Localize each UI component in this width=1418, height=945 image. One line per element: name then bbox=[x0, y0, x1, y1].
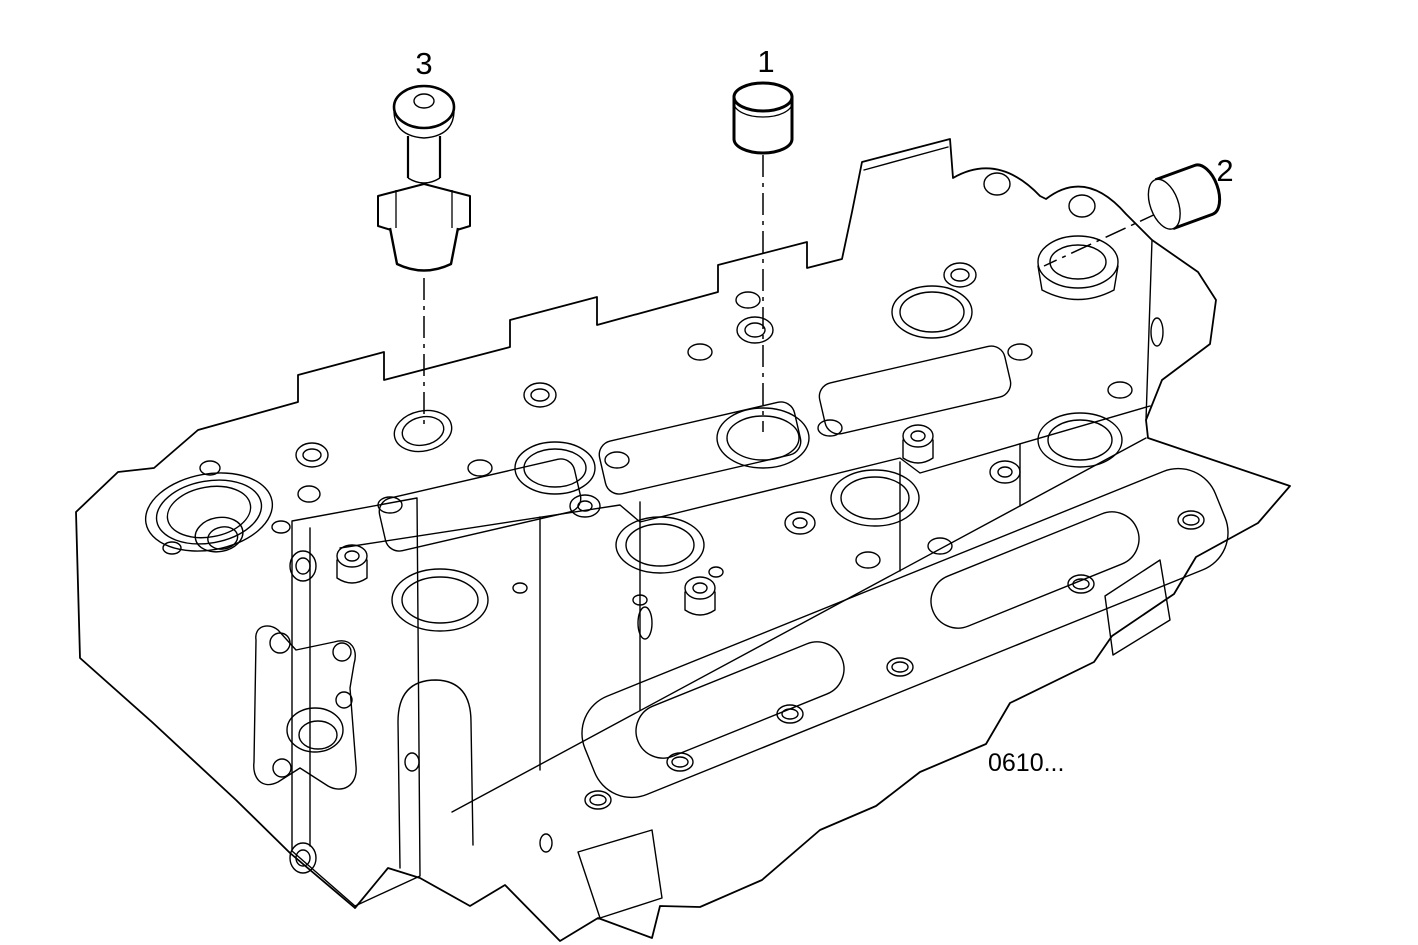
cylinder-head-drawing bbox=[75, 138, 1291, 942]
front-bracket bbox=[253, 625, 357, 790]
flange-top-edge bbox=[451, 437, 1147, 813]
rocker-pedestal-lugs bbox=[295, 146, 1096, 468]
callout-3-label: 3 bbox=[415, 46, 432, 81]
side-plug-boss bbox=[1037, 235, 1119, 301]
valve-guide-towers bbox=[336, 424, 1021, 616]
deck-recesses bbox=[378, 345, 1012, 552]
cylinder-head-outline bbox=[75, 138, 1291, 942]
deck-small-holes bbox=[377, 291, 1164, 853]
threaded-vent-fitting-icon bbox=[377, 84, 471, 272]
valve-bores bbox=[391, 285, 1123, 632]
left-face-plate bbox=[289, 497, 421, 907]
vent-fitting-port bbox=[393, 409, 453, 453]
flange-bolt-holes bbox=[584, 510, 1205, 810]
head-gasket-flange bbox=[577, 467, 1229, 919]
front-cover-bell bbox=[397, 679, 474, 869]
cup-plug-side-icon bbox=[1147, 163, 1222, 231]
leader-line-2 bbox=[1043, 211, 1161, 267]
thermostat-recess bbox=[144, 472, 274, 553]
callout-2-label: 2 bbox=[1216, 153, 1233, 188]
section-reference-note: 0610... bbox=[988, 749, 1064, 777]
cup-plug-top-icon bbox=[732, 81, 794, 155]
callout-1-label: 1 bbox=[757, 44, 774, 79]
